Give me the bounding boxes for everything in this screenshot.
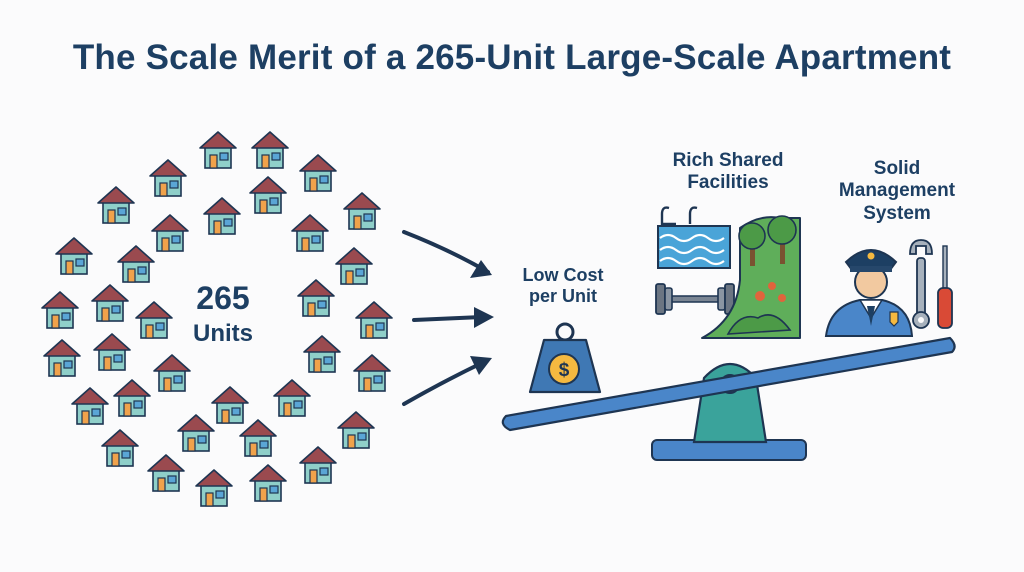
management-label-line1: Solid [873,158,921,179]
house-icon [299,154,337,192]
cluster-count-label: 265 Units [168,280,278,348]
house-icon [195,469,233,507]
house-icon [101,429,139,467]
arrow-upper-head [470,260,492,278]
arrow-lower-head [470,356,492,375]
house-icon [203,197,241,235]
house-icon [335,247,373,285]
house-icon [337,411,375,449]
coin-icon [548,353,580,385]
seesaw [501,336,956,461]
house-icon [71,387,109,425]
house-icon [41,291,79,329]
page-title: The Scale Merit of a 265-Unit Large-Scal… [72,38,952,77]
shared-facilities-label-line2: Facilities [687,172,769,194]
house-icon [177,414,215,452]
park-trees-icon [701,215,801,339]
house-icon [151,214,189,252]
house-icon [291,214,329,252]
dumbbell-icon [655,283,735,315]
house-icon [211,386,249,424]
house-icon [149,159,187,197]
house-icon [147,454,185,492]
house-icon [273,379,311,417]
house-icon [199,131,237,169]
house-icon [299,446,337,484]
arrow-middle-head [474,307,494,328]
house-icon [153,354,191,392]
management-label-line2: Management [838,180,956,202]
management-label: Solid Management System [822,158,972,225]
house-icon [303,335,341,373]
management-label-line3: System [863,202,931,224]
low-cost-label: Low Cost per Unit [508,265,618,307]
arrow-upper [402,230,490,274]
screwdriver-icon [937,245,953,329]
house-icon [55,237,93,275]
arrow-lower [402,360,486,406]
shared-facilities-label: Rich Shared Facilities [654,150,802,195]
house-icon [97,186,135,224]
money-weight-icon: $ [528,322,602,394]
house-icon [251,131,289,169]
arrow-middle [412,315,484,322]
house-icon [93,333,131,371]
low-cost-label-line1: Low Cost [522,265,604,285]
coin-symbol: $ [559,360,570,381]
swimming-pool-icon [657,206,731,269]
cluster-count-number: 265 [196,280,250,316]
house-icon [355,301,393,339]
house-icon [239,419,277,457]
house-icon [91,284,129,322]
flow-arrows [402,230,494,406]
house-icon [297,279,335,317]
wrench-icon [909,239,933,329]
house-icon [353,354,391,392]
seesaw-beam [501,336,956,432]
cluster-count-unit: Units [193,319,253,347]
house-icon [43,339,81,377]
shared-facilities-label-line1: Rich Shared [672,150,784,171]
low-cost-label-line2: per Unit [528,286,597,307]
security-guard-icon [824,249,914,337]
house-icon [249,464,287,502]
house-icon [113,379,151,417]
house-icon [135,301,173,339]
house-icon [249,176,287,214]
house-icon [343,192,381,230]
house-icon [117,245,155,283]
